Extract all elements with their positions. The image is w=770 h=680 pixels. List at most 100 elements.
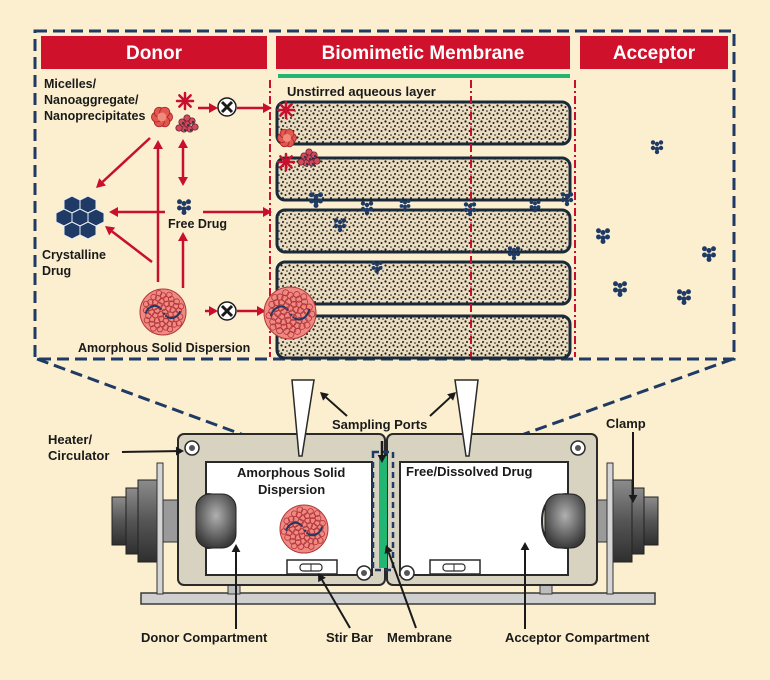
donor-asd-particle-icon xyxy=(279,504,329,554)
drug-cluster-13 xyxy=(702,246,716,262)
acceptor-screw-icon xyxy=(570,440,586,456)
acceptor-inlet-knob xyxy=(544,493,586,549)
membrane-strip-2 xyxy=(275,156,572,202)
leader-arrows xyxy=(121,392,638,629)
drug-cluster-9 xyxy=(560,192,574,207)
membrane-star-icon-bottom xyxy=(276,152,296,172)
arrow-asd-to-crystal xyxy=(105,226,153,263)
acceptor-compartment-label: Acceptor Compartment xyxy=(505,630,650,645)
leader-sampling-left xyxy=(320,392,348,417)
drug-cluster-2 xyxy=(309,192,323,208)
right-clamp-cap xyxy=(589,462,659,595)
membrane-strip-3 xyxy=(275,208,572,254)
drug-cluster-11 xyxy=(650,140,664,155)
free-dissolved-label: Free/Dissolved Drug xyxy=(406,464,532,479)
leader-acceptor-compartment xyxy=(520,542,530,629)
heater-screw-icon xyxy=(184,440,200,456)
drug-cluster-14 xyxy=(613,281,627,297)
membrane-header: Biomimetic Membrane xyxy=(322,43,525,64)
drug-cluster-12 xyxy=(596,228,610,244)
membrane-header-bg xyxy=(276,36,570,69)
free-drug-label: Free Drug xyxy=(168,217,227,231)
membrane-strip-1 xyxy=(275,100,572,146)
drug-cluster-6 xyxy=(399,199,411,212)
membrane-strips xyxy=(275,100,572,360)
crystalline-label-line1: Crystalline xyxy=(42,248,106,262)
membrane-strip xyxy=(379,456,387,568)
leader-heater xyxy=(121,446,184,456)
nanoprecipitate-icon xyxy=(175,114,199,133)
donor-header-bg xyxy=(41,36,267,69)
bottom-screw-right-icon xyxy=(399,565,415,581)
membrane-star-icon-top xyxy=(276,100,296,120)
leader-membrane xyxy=(384,545,417,629)
crystalline-label-line2: Drug xyxy=(42,264,71,278)
leader-stir-bar xyxy=(318,573,351,629)
asd-particle-at-membrane-icon xyxy=(263,286,317,340)
blocked-x-icon-bottom xyxy=(217,301,237,321)
membrane-nanoprecipitate-icon xyxy=(297,148,321,167)
drug-cluster-7 xyxy=(463,202,477,217)
drug-cluster-5 xyxy=(371,261,383,274)
asd-cell-label-line1: Amorphous Solid xyxy=(237,465,345,480)
sampling-port-right xyxy=(454,379,479,457)
drug-cluster-3 xyxy=(333,218,347,233)
donor-header: Donor xyxy=(126,43,183,64)
acceptor-stir-bar xyxy=(429,559,481,575)
arrow-asd-blocked-a xyxy=(205,306,218,316)
micelles-label-line2: Nanoaggregate/ xyxy=(44,93,139,107)
donor-stir-bar xyxy=(286,559,338,575)
micelles-label-line1: Micelles/ xyxy=(44,77,97,91)
asd-cell-label-line2: Dispersion xyxy=(258,482,325,497)
heater-label-line1: Heater/ xyxy=(48,432,92,447)
donor-compartment-label: Donor Compartment xyxy=(141,630,268,645)
acceptor-header-bg xyxy=(580,36,728,69)
arrow-micelle-blocked-b xyxy=(237,103,272,113)
blocked-x-icon-top xyxy=(217,97,237,117)
drug-cluster-10 xyxy=(507,246,521,261)
asd-zoom-label: Amorphous Solid Dispersion xyxy=(78,341,250,355)
heater-label-line2: Circulator xyxy=(48,448,109,463)
stir-bar-label: Stir Bar xyxy=(326,630,373,645)
drug-cluster-15 xyxy=(677,289,691,305)
bottom-screw-left-icon xyxy=(356,565,372,581)
leader-membrane-top xyxy=(377,441,387,463)
drug-cluster-1 xyxy=(177,199,191,215)
micelle-flower-icon xyxy=(151,106,173,128)
arrow-asd-to-free xyxy=(178,232,188,288)
unstirred-layer-label: Unstirred aqueous layer xyxy=(287,84,436,99)
crystalline-drug-icon xyxy=(55,195,105,240)
arrow-micelle-to-crystal xyxy=(96,137,151,188)
arrow-asd-blocked-b xyxy=(237,306,266,316)
asd-particle-icon xyxy=(139,288,187,336)
donor-inlet-knob xyxy=(195,493,237,549)
arrow-micelle-blocked-a xyxy=(198,103,218,113)
donor-arrows xyxy=(96,103,272,316)
sampling-port-left xyxy=(291,379,315,457)
micelle-icons xyxy=(151,91,321,172)
membrane-flower-icon xyxy=(277,128,297,148)
apparatus-base xyxy=(140,592,656,605)
acceptor-header: Acceptor xyxy=(613,43,696,64)
left-clamp-cap xyxy=(111,462,181,595)
leader-clamp xyxy=(628,432,638,503)
drug-cluster-8 xyxy=(529,200,541,213)
zoom-connector-left xyxy=(36,357,299,457)
unstirred-layer-bar xyxy=(278,74,570,78)
membrane-label: Membrane xyxy=(387,630,452,645)
micelles-label-line3: Nanoprecipitates xyxy=(44,109,145,123)
nanoaggregate-star-icon xyxy=(175,91,195,111)
membrane-strip-5 xyxy=(275,314,572,360)
clamp-label: Clamp xyxy=(606,416,646,431)
arrow-asd-to-micelle xyxy=(153,140,163,282)
membrane-strip-4 xyxy=(275,260,572,306)
arrow-free-to-crystal xyxy=(109,207,165,217)
arrow-micelle-free-equilibrium xyxy=(178,139,188,186)
leader-sampling-right xyxy=(429,392,456,417)
drug-cluster-4 xyxy=(360,201,374,216)
leader-donor-compartment xyxy=(231,544,241,629)
sampling-ports-label: Sampling Ports xyxy=(332,417,427,432)
arrow-free-to-membrane xyxy=(203,207,272,217)
